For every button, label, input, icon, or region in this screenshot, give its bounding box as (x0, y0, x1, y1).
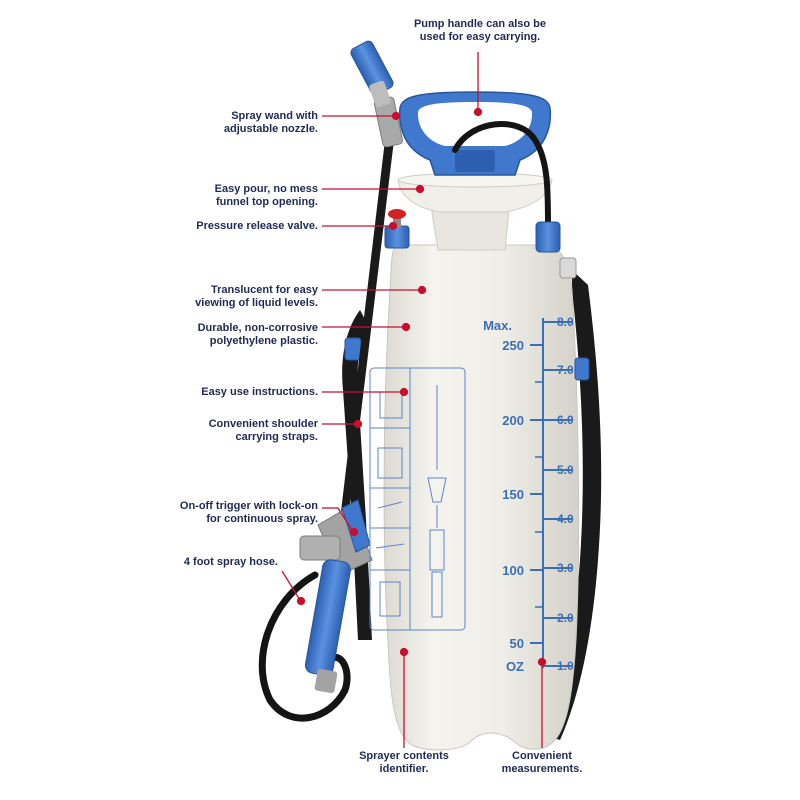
callout-release-valve: Pressure release valve. (196, 220, 318, 232)
callout-instructions: Easy use instructions. (201, 386, 318, 398)
pressure-release-valve (384, 225, 410, 249)
liter-tick: 6.0 (557, 413, 574, 427)
oz-unit-label: OZ (506, 659, 524, 674)
liter-tick: 8.0 (557, 315, 574, 329)
pump-hose (452, 121, 551, 228)
callout-measurements: Convenient measurements. (501, 750, 583, 775)
callout-contents: Sprayer contents identifier. (359, 750, 449, 775)
liter-tick: 2.0 (557, 611, 574, 625)
callout-spray-wand: Spray wand with adjustable nozzle. (223, 110, 318, 135)
spray-hose (258, 571, 351, 722)
liter-tick: 5.0 (557, 463, 574, 477)
callout-funnel-top: Easy pour, no mess funnel top opening. (214, 183, 318, 208)
leader-lines (281, 52, 547, 748)
callout-durable: Durable, non-corrosive polyethylene plas… (197, 322, 318, 347)
oz-tick: 150 (502, 487, 524, 502)
oz-tick: 250 (502, 338, 524, 353)
callout-hose: 4 foot spray hose. (183, 556, 278, 568)
scale-max-label: Max. (483, 318, 512, 333)
liter-tick: 3.0 (557, 561, 574, 575)
callout-straps: Convenient shoulder carrying straps. (208, 418, 318, 443)
measurement-scale: Max. 250 200 150 100 50 OZ 8.0 7.0 6.0 5… (483, 315, 574, 674)
shoulder-strap-right (545, 270, 602, 740)
liter-tick: 1.0 (557, 659, 574, 673)
spray-wand (340, 140, 394, 520)
callout-trigger: On-off trigger with lock-on for continuo… (179, 500, 318, 525)
tank-body (383, 244, 580, 751)
oz-tick: 100 (502, 563, 524, 578)
callout-translucent: Translucent for easy viewing of liquid l… (195, 284, 318, 309)
instructions-panel (369, 367, 466, 631)
callout-pump-handle: Pump handle can also be used for easy ca… (413, 18, 547, 43)
oz-tick: 200 (502, 413, 524, 428)
liter-tick: 4.0 (557, 512, 574, 526)
oz-tick: 50 (510, 636, 524, 651)
liter-tick: 7.0 (557, 363, 574, 377)
